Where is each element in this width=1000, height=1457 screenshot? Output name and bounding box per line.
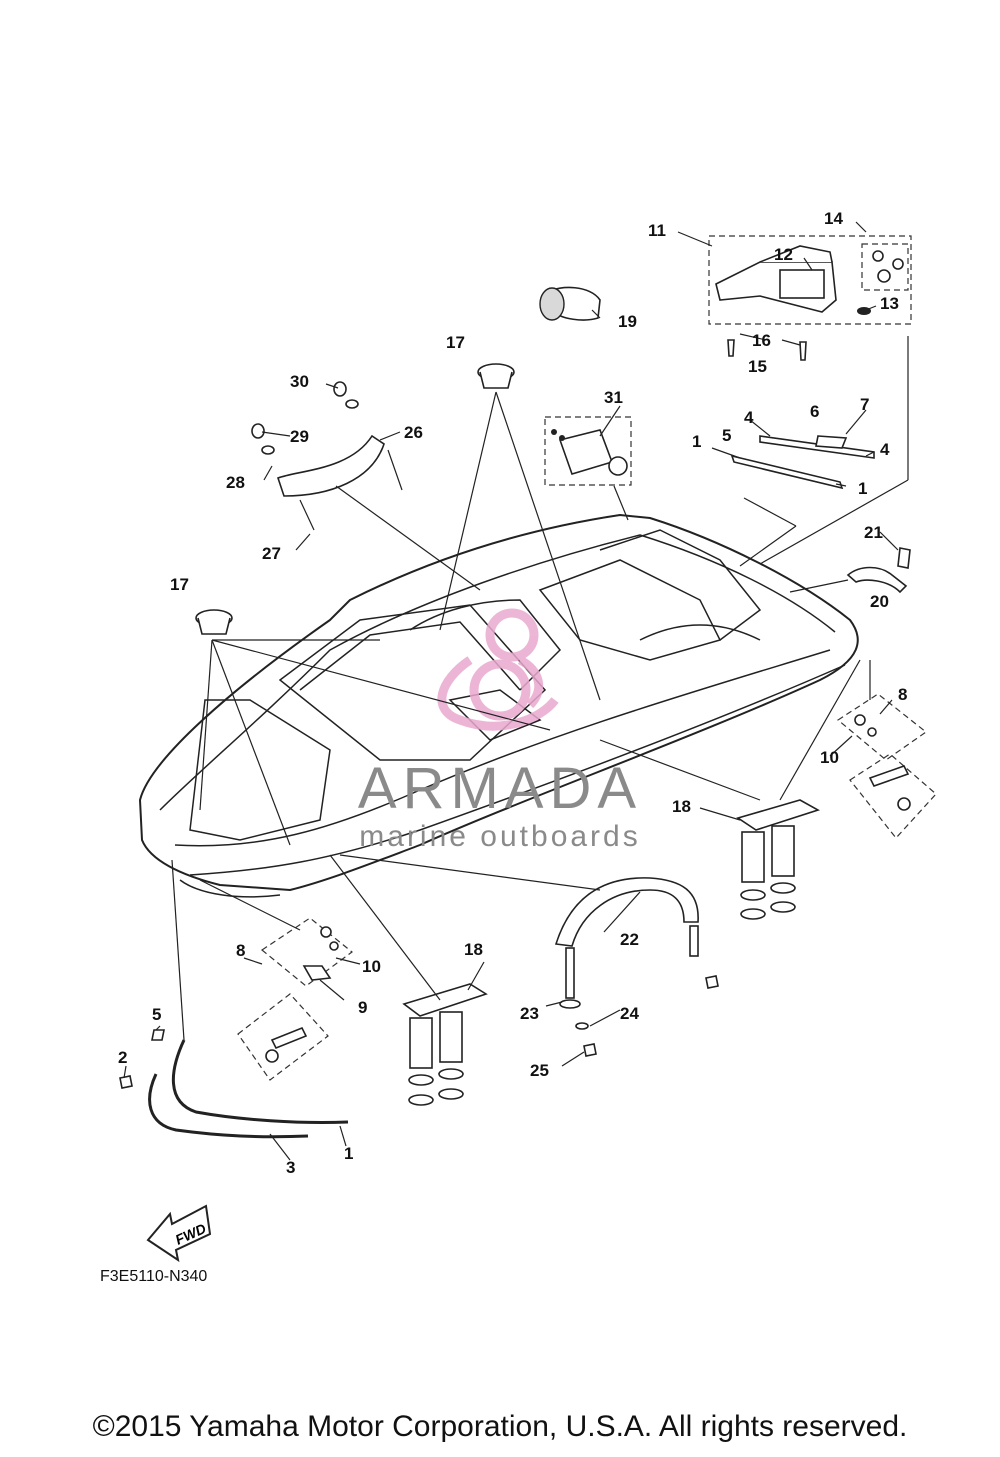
callout-25: 25 (530, 1061, 549, 1080)
callout-16: 16 (752, 331, 771, 350)
tow-bracket-assembly (708, 235, 912, 361)
cleat-assembly-right (599, 659, 937, 920)
cleat-assembly-left (199, 854, 488, 1106)
callout-3: 3 (286, 1158, 295, 1177)
callout-18-left: 18 (464, 940, 483, 959)
callout-5-left: 5 (152, 1005, 161, 1024)
callout-30: 30 (290, 372, 309, 391)
callout-26: 26 (404, 423, 423, 442)
watermark-logo (437, 608, 559, 731)
grab-handle-assembly (251, 381, 481, 591)
callout-18-right: 18 (672, 797, 691, 816)
callout-2: 2 (118, 1048, 127, 1067)
callout-14: 14 (824, 209, 843, 228)
boat-hull (138, 513, 859, 898)
callout-5-top: 5 (722, 426, 731, 445)
callout-22: 22 (620, 930, 639, 949)
part-19-cover (539, 286, 601, 321)
callout-27: 27 (262, 544, 281, 563)
hose-20-21 (789, 547, 911, 594)
callout-15: 15 (748, 357, 767, 376)
callout-12: 12 (774, 245, 793, 264)
grab-rail-assembly (339, 854, 719, 1057)
callout-labels: 11 12 14 13 16 15 19 17 30 26 29 28 27 3… (118, 209, 907, 1177)
callout-1-right: 1 (858, 479, 867, 498)
callout-11: 11 (648, 221, 666, 240)
callout-24: 24 (620, 1004, 639, 1023)
leader-lines (123, 221, 899, 1161)
diagram-code: F3E5110-N340 (100, 1268, 208, 1285)
panel-assembly-31 (544, 416, 632, 521)
callout-17-top: 17 (446, 333, 465, 352)
callout-19: 19 (618, 312, 637, 331)
fwd-arrow-icon: FWD (146, 1204, 212, 1263)
trim-strips (119, 859, 349, 1139)
callout-7: 7 (860, 395, 869, 414)
callout-4-top: 4 (744, 408, 754, 427)
callout-4-right: 4 (880, 440, 890, 459)
callout-23: 23 (520, 1004, 539, 1023)
armada-watermark: ARMADA marine outboards (358, 608, 642, 853)
callout-29: 29 (290, 427, 309, 446)
callout-9: 9 (358, 998, 367, 1017)
callout-31: 31 (604, 388, 623, 407)
watermark-name: ARMADA (358, 756, 642, 821)
callout-17-left: 17 (170, 575, 189, 594)
callout-8-right: 8 (898, 685, 907, 704)
callout-1-top: 1 (692, 432, 701, 451)
rail-assembly-right (730, 336, 909, 567)
callout-10-left: 10 (362, 957, 381, 976)
watermark-tagline: marine outboards (359, 820, 640, 853)
cup-holders (195, 363, 601, 846)
callout-20: 20 (870, 592, 889, 611)
copyright-notice: ©2015 Yamaha Motor Corporation, U.S.A. A… (92, 1410, 908, 1443)
callout-21: 21 (864, 523, 883, 542)
callout-6: 6 (810, 402, 819, 421)
callout-8-left: 8 (236, 941, 245, 960)
callout-10-right: 10 (820, 748, 839, 767)
callout-13: 13 (880, 294, 899, 313)
callout-28: 28 (226, 473, 245, 492)
callout-1-bottom: 1 (344, 1144, 353, 1163)
